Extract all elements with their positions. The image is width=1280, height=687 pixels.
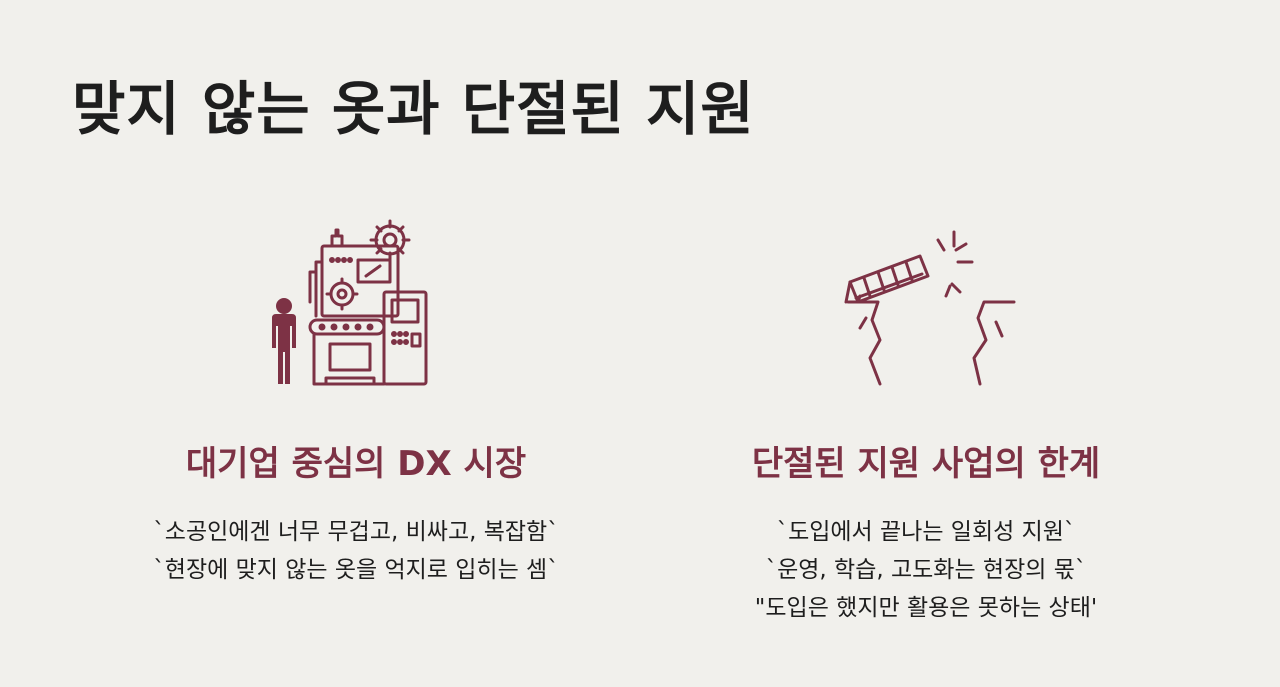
left-line-2: `현장에 맞지 않는 옷을 억지로 입히는 셈` xyxy=(153,557,559,583)
broken-bridge-icon xyxy=(844,230,1016,386)
gear-icon xyxy=(369,219,411,261)
left-line-1: `소공인에겐 너무 무겁고, 비싸고, 복잡함` xyxy=(153,519,559,545)
factory-machine-icon xyxy=(272,219,428,386)
right-line-2: `운영, 학습, 고도화는 현장의 몫` xyxy=(765,557,1087,583)
right-line-1: `도입에서 끝나는 일회성 지원` xyxy=(776,519,1076,545)
right-line-3: "도입은 했지만 활용은 못하는 상태' xyxy=(754,595,1098,621)
person-icon xyxy=(272,298,296,384)
slide-title: 맞지 않는 옷과 단절된 지원 xyxy=(72,75,755,143)
left-heading: 대기업 중심의 DX 시장 xyxy=(185,444,527,484)
right-heading: 단절된 지원 사업의 한계 xyxy=(751,444,1101,484)
right-column: 단절된 지원 사업의 한계 `도입에서 끝나는 일회성 지원` `운영, 학습,… xyxy=(676,210,1176,627)
right-lines: `도입에서 끝나는 일회성 지원` `운영, 학습, 고도화는 현장의 몫` "… xyxy=(676,513,1176,627)
bridge-deck-icon xyxy=(844,254,930,304)
left-column: 대기업 중심의 DX 시장 `소공인에겐 너무 무겁고, 비싸고, 복잡함` `… xyxy=(106,210,606,589)
left-lines: `소공인에겐 너무 무겁고, 비싸고, 복잡함` `현장에 맞지 않는 옷을 억… xyxy=(106,513,606,589)
